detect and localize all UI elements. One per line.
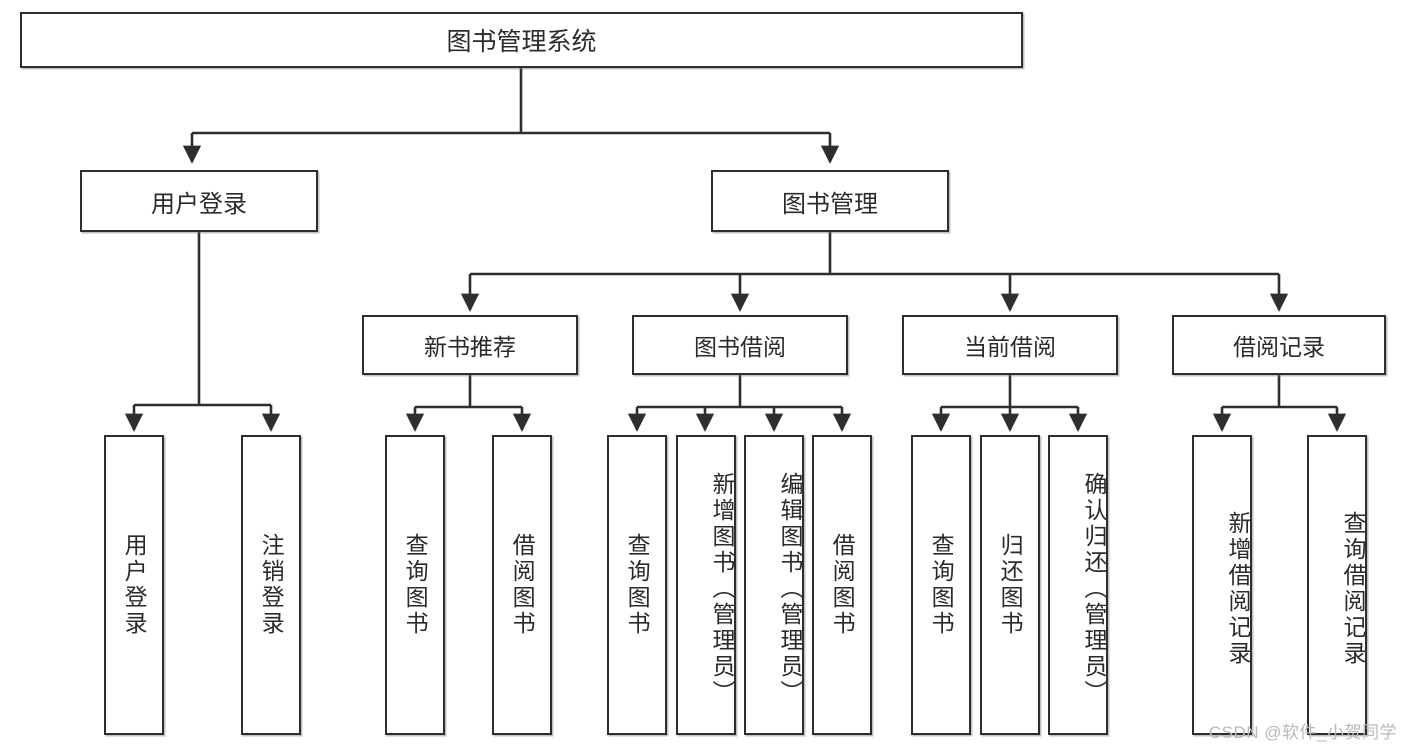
node-leaf-borrow-book-2[interactable]: 借阅图书	[812, 435, 872, 735]
node-leaf-borrow-book-2-label: 借阅图书	[829, 533, 856, 637]
node-leaf-return-book[interactable]: 归还图书	[980, 435, 1040, 735]
node-leaf-add-record-label: 新增借阅记录	[1225, 511, 1251, 667]
watermark: CSDN @软件_小贺同学	[1208, 723, 1397, 742]
node-leaf-logout-login[interactable]: 注销登录	[241, 435, 301, 735]
node-leaf-query-record[interactable]: 查询借阅记录	[1307, 435, 1367, 735]
node-user-login[interactable]: 用户登录	[80, 170, 318, 232]
node-leaf-user-login[interactable]: 用户登录	[104, 435, 164, 735]
node-leaf-add-book-label: 新增图书（管理员）	[709, 472, 735, 706]
node-root-label: 图书管理系统	[446, 28, 597, 56]
node-leaf-add-book[interactable]: 新增图书（管理员）	[676, 435, 736, 735]
node-leaf-query-book-3-label: 查询图书	[928, 533, 955, 637]
node-leaf-edit-book-label: 编辑图书（管理员）	[777, 472, 803, 706]
node-leaf-query-book-1-label: 查询图书	[402, 533, 429, 637]
node-book-management[interactable]: 图书管理	[711, 170, 949, 232]
node-leaf-query-record-label: 查询借阅记录	[1340, 511, 1366, 667]
node-borrow-record[interactable]: 借阅记录	[1172, 315, 1386, 375]
node-current-borrow[interactable]: 当前借阅	[902, 315, 1118, 375]
node-leaf-logout-login-label: 注销登录	[258, 533, 285, 637]
node-user-login-label: 用户登录	[151, 190, 247, 218]
node-current-borrow-label: 当前借阅	[964, 334, 1056, 360]
node-new-book-recommend[interactable]: 新书推荐	[362, 315, 578, 375]
node-leaf-borrow-book-1-label: 借阅图书	[509, 533, 536, 637]
node-leaf-edit-book[interactable]: 编辑图书（管理员）	[744, 435, 804, 735]
node-book-borrow-label: 图书借阅	[694, 334, 786, 360]
node-leaf-query-book-1[interactable]: 查询图书	[385, 435, 445, 735]
node-new-book-recommend-label: 新书推荐	[424, 334, 516, 360]
node-leaf-return-book-label: 归还图书	[997, 533, 1024, 637]
node-book-management-label: 图书管理	[782, 190, 878, 218]
node-leaf-add-record[interactable]: 新增借阅记录	[1192, 435, 1252, 735]
node-leaf-confirm-return-label: 确认归还（管理员）	[1081, 472, 1107, 706]
node-root[interactable]: 图书管理系统	[20, 12, 1023, 68]
node-leaf-query-book-2-label: 查询图书	[624, 533, 651, 637]
node-leaf-confirm-return[interactable]: 确认归还（管理员）	[1048, 435, 1108, 735]
node-borrow-record-label: 借阅记录	[1233, 334, 1325, 360]
node-leaf-query-book-2[interactable]: 查询图书	[607, 435, 667, 735]
node-leaf-user-login-label: 用户登录	[121, 533, 148, 637]
node-book-borrow[interactable]: 图书借阅	[632, 315, 848, 375]
node-leaf-query-book-3[interactable]: 查询图书	[911, 435, 971, 735]
node-leaf-borrow-book-1[interactable]: 借阅图书	[492, 435, 552, 735]
